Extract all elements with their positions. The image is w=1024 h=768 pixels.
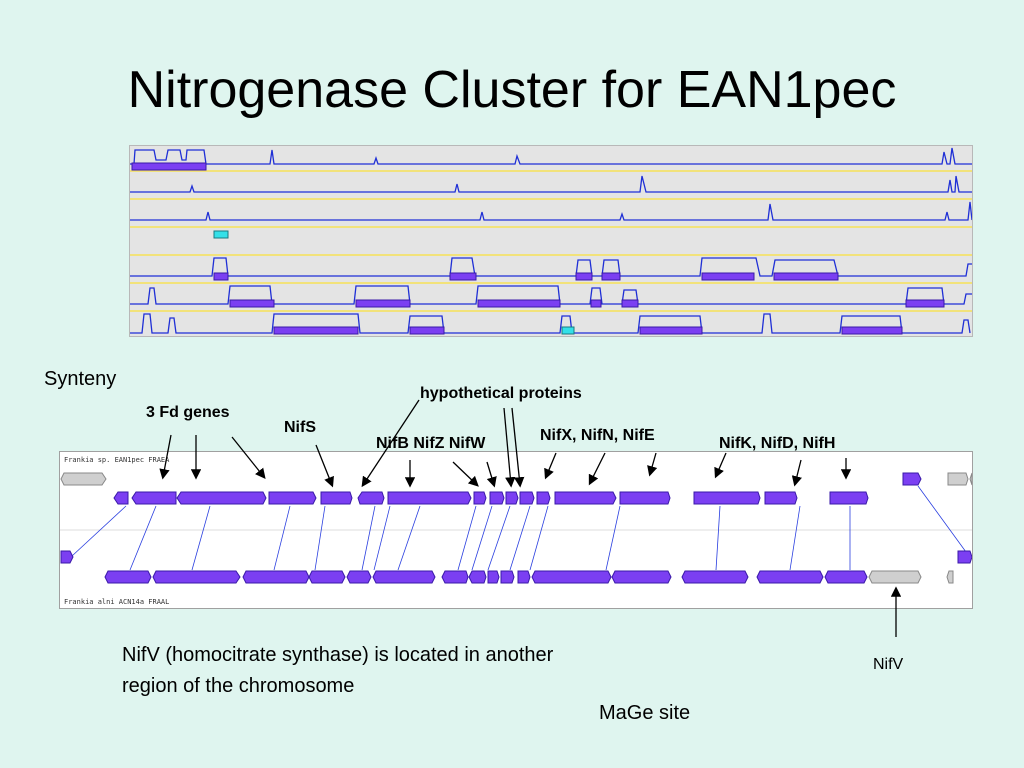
synteny-label: Synteny (44, 368, 117, 390)
coverage-tracks-panel (129, 145, 973, 337)
coverage-tracks-svg (130, 147, 973, 335)
synteny-genes-svg (60, 472, 972, 584)
annotation-nifk-nifd-nifh: NifK, NifD, NifH (719, 435, 836, 452)
track-separators (130, 170, 972, 312)
bottom-organism-label: Frankia alni ACN14a FRAAL (64, 598, 170, 606)
top-organism-label: Frankia sp. EAN1pec FRAEA (64, 456, 170, 464)
annotation-nifs: NifS (284, 419, 316, 436)
track-highlight-genes (213, 230, 575, 335)
synteny-links (71, 485, 967, 571)
annotation-fd-genes: 3 Fd genes (146, 404, 230, 421)
synteny-panel: Frankia sp. EAN1pec FRAEA Frankia alni A… (59, 451, 973, 609)
nifv-label: NifV (873, 656, 904, 673)
bottom-row-genes (104, 570, 868, 584)
signal-traces (130, 147, 973, 334)
top-row-other-genes (60, 472, 972, 486)
source-label: MaGe site (599, 702, 691, 724)
top-row-genes (60, 472, 972, 564)
nifv-note: NifV (homocitrate synthase) is located i… (122, 644, 554, 697)
bottom-row-other-genes (868, 570, 954, 584)
slide-title: Nitrogenase Cluster for EAN1pec (127, 61, 897, 119)
annotation-hypothetical-proteins: hypothetical proteins (420, 385, 582, 402)
annotation-nifx-nifn-nife: NifX, NifN, NifE (540, 427, 655, 444)
track-gene-boxes (131, 162, 945, 335)
